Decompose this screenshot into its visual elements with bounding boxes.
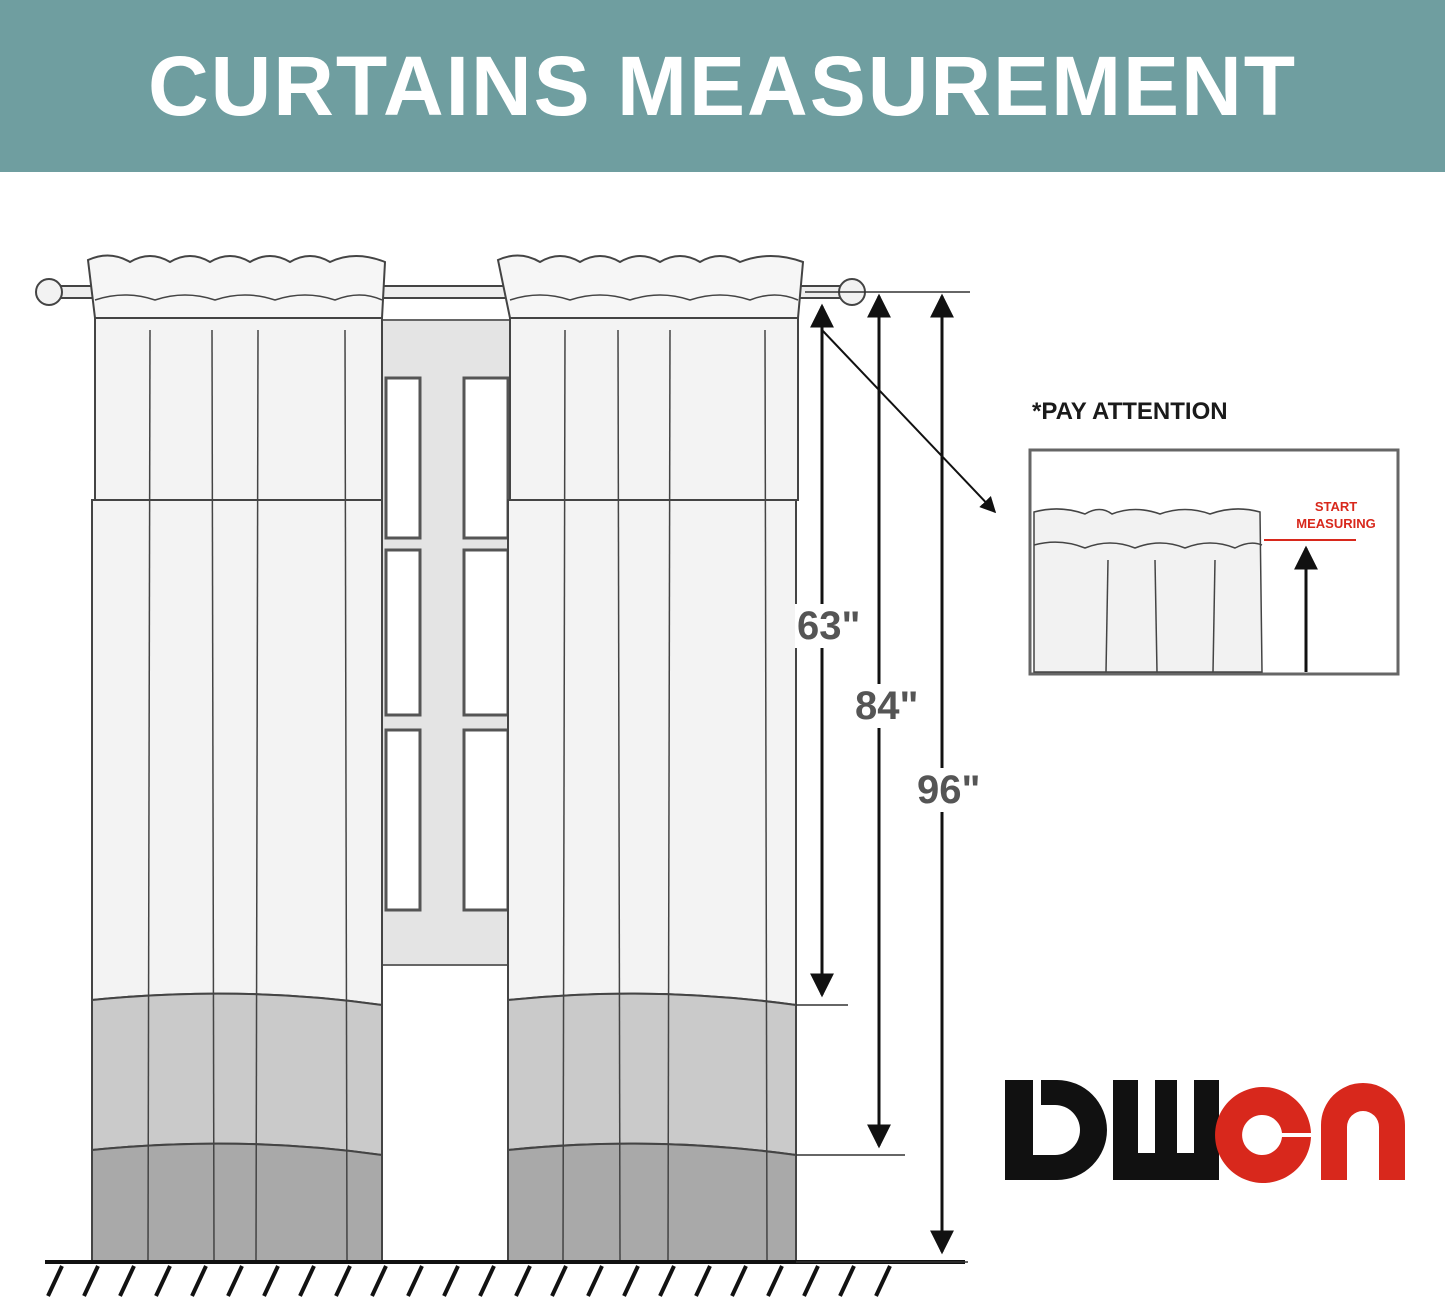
callout-box: [1028, 448, 1400, 676]
floor: [45, 1260, 965, 1297]
callout-pointer: [821, 329, 997, 514]
logo-d: [1005, 1080, 1107, 1180]
logo-w: [1113, 1080, 1219, 1180]
reference-lines: [796, 291, 970, 1263]
logo-c: [1215, 1087, 1311, 1183]
right-curtain-panel: [496, 254, 805, 1263]
left-curtain-panel: [86, 254, 387, 1263]
measurement-label-84: 84": [853, 684, 921, 728]
callout-title: *PAY ATTENTION: [1032, 398, 1228, 425]
measurement-label-96: 96": [915, 768, 983, 812]
logo-n: [1321, 1083, 1405, 1180]
start-measuring-note: START MEASURING: [1282, 498, 1390, 532]
measurement-label-63: 63": [795, 604, 863, 648]
window: [381, 319, 513, 966]
start-measuring-line2: MEASURING: [1296, 516, 1376, 531]
brand-logo: [1005, 1080, 1405, 1183]
page-title: CURTAINS MEASUREMENT: [147, 39, 1298, 133]
start-measuring-line1: START: [1314, 499, 1358, 514]
header-banner: CURTAINS MEASUREMENT: [0, 0, 1445, 172]
